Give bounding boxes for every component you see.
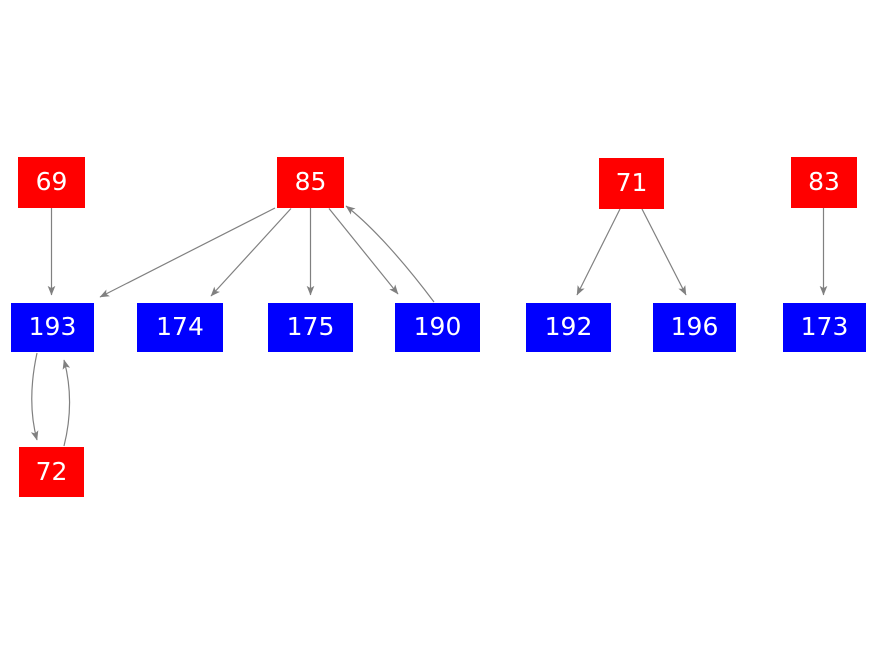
edge-85-to-193 [99, 207, 276, 298]
node-label: 196 [670, 312, 719, 341]
node-71[interactable]: 71 [599, 158, 664, 209]
node-196[interactable]: 196 [653, 303, 736, 352]
node-label: 69 [35, 167, 68, 196]
node-83[interactable]: 83 [791, 157, 857, 208]
node-label: 193 [28, 312, 77, 341]
node-175[interactable]: 175 [268, 303, 353, 352]
node-193[interactable]: 193 [11, 303, 94, 352]
node-label: 85 [294, 167, 327, 196]
edge-85-to-190 [328, 208, 399, 295]
node-69[interactable]: 69 [18, 157, 85, 208]
node-label: 71 [615, 168, 648, 197]
node-72[interactable]: 72 [19, 447, 84, 497]
node-label: 72 [35, 456, 68, 486]
node-label: 83 [808, 167, 840, 196]
edge-190-to-85 [345, 205, 435, 303]
node-173[interactable]: 173 [783, 303, 866, 352]
node-174[interactable]: 174 [137, 303, 223, 352]
node-190[interactable]: 190 [395, 303, 480, 352]
edge-71-to-192 [576, 208, 621, 296]
node-85[interactable]: 85 [277, 157, 344, 208]
node-label: 173 [800, 312, 849, 341]
edge-71-to-196 [641, 208, 687, 296]
node-label: 192 [544, 312, 593, 341]
edge-72-to-193 [62, 359, 71, 447]
edge-85-to-174 [210, 208, 292, 297]
node-label: 175 [286, 312, 335, 341]
node-label: 174 [156, 312, 204, 341]
node-192[interactable]: 192 [526, 303, 611, 352]
edge-193-to-72 [30, 352, 39, 441]
node-label: 190 [413, 312, 462, 341]
